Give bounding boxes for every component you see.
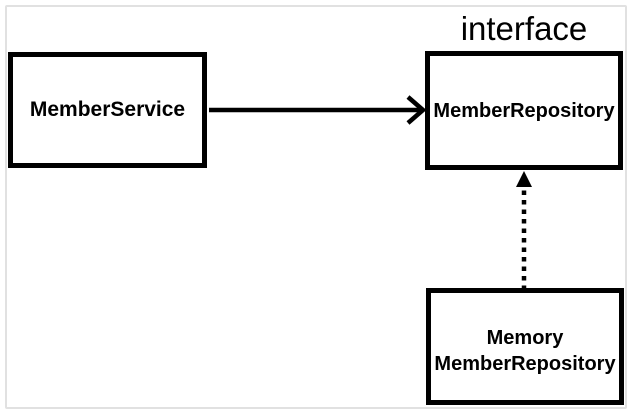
node-member-service: MemberService [8,52,207,168]
solid-arrow-icon [209,95,427,125]
node-memory-member-repository: Memory MemberRepository [426,288,624,405]
memory-member-repository-label-line2: MemberRepository [434,352,616,375]
dotted-arrow-icon [516,171,532,290]
member-service-label: MemberService [29,98,186,122]
member-repository-label: MemberRepository [433,99,615,122]
interface-stereotype-label: interface [460,10,588,47]
memory-member-repository-label-line1: Memory [486,326,564,349]
node-member-repository: MemberRepository [425,51,623,170]
